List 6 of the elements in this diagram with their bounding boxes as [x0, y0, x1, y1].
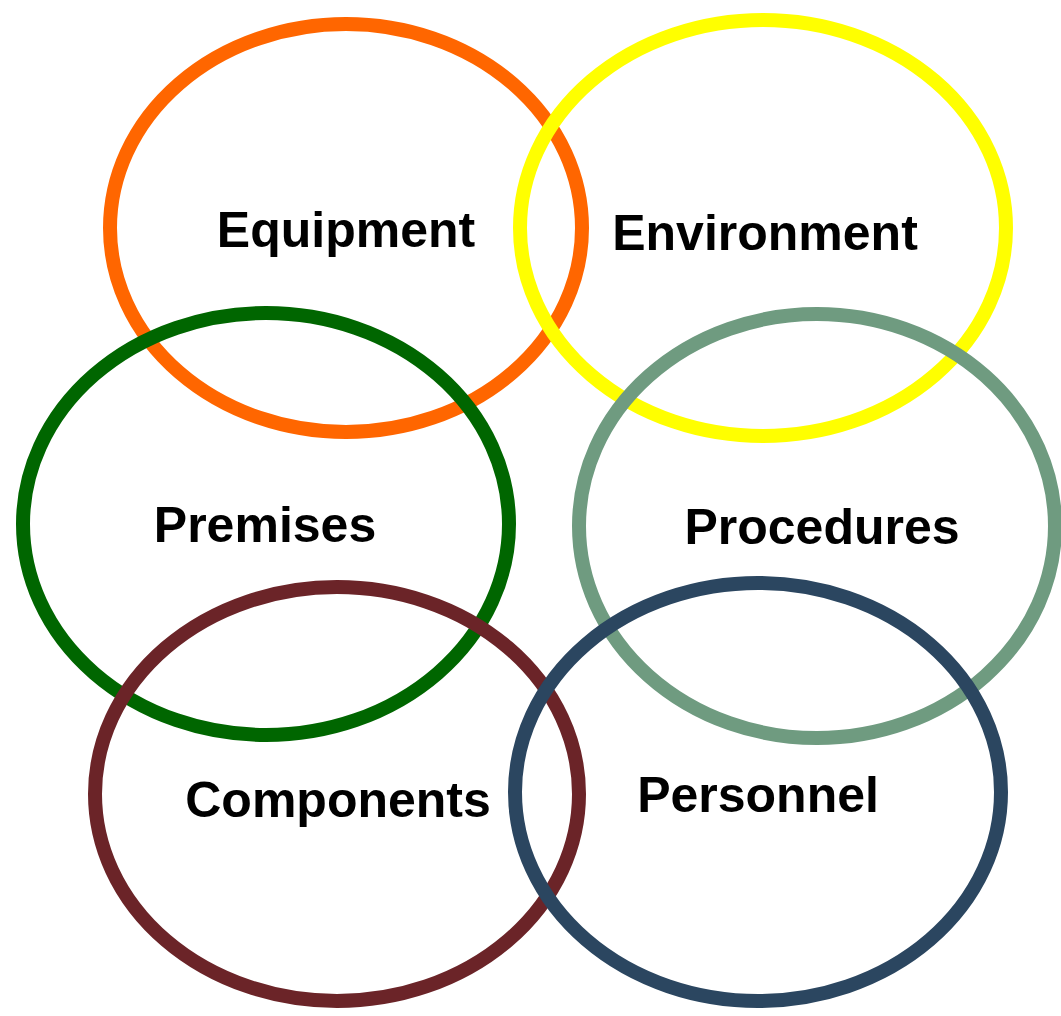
ring-label: Procedures [684, 498, 960, 556]
ring-label: Personnel [637, 766, 879, 824]
ring-label: Equipment [216, 201, 476, 259]
ring-label: Premises [153, 496, 377, 554]
ring-label: Components [185, 771, 491, 829]
ring-label: Environment [612, 204, 918, 262]
